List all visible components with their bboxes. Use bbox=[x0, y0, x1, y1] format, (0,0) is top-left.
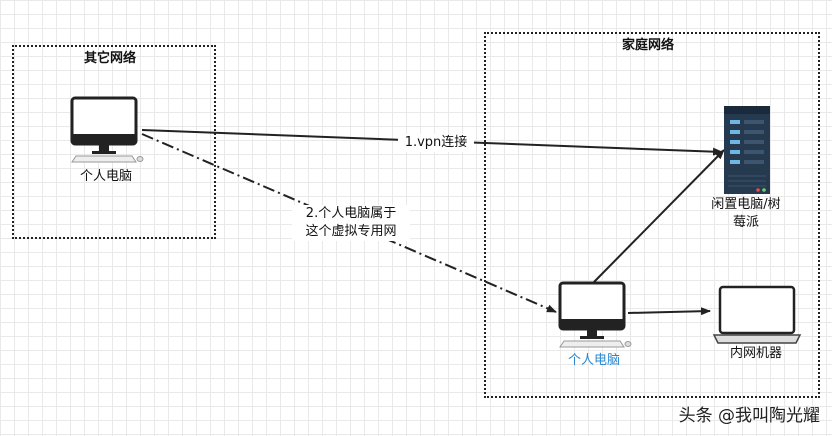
server-label-line2: 莓派 bbox=[732, 215, 759, 230]
home-pc-to-intranet-edge bbox=[627, 307, 711, 316]
remote-pc-label: 个人电脑 bbox=[79, 169, 132, 184]
home-pc-icon bbox=[558, 281, 632, 348]
server-icon bbox=[724, 106, 770, 194]
watermark: 头条 @我叫陶光耀 bbox=[678, 406, 820, 426]
laptop-icon bbox=[712, 285, 802, 344]
home-network-title: 家庭网络 bbox=[622, 38, 675, 53]
home-network-group bbox=[484, 32, 820, 398]
other-network-title: 其它网络 bbox=[84, 51, 137, 66]
home-pc-label: 个人电脑 bbox=[567, 353, 620, 368]
vpn-edge-label: 1.vpn连接 bbox=[398, 134, 474, 152]
home-pc-to-server-edge bbox=[593, 149, 725, 283]
remote-pc-icon bbox=[70, 96, 144, 163]
other-network-group bbox=[12, 45, 216, 239]
intranet-label: 内网机器 bbox=[729, 346, 782, 361]
membership-edge-label-line2: 这个虚拟专用网 bbox=[292, 223, 410, 241]
server-label-line1: 闲置电脑/树 bbox=[711, 197, 781, 212]
membership-edge-label-line1: 2.个人电脑属于 bbox=[292, 205, 410, 223]
